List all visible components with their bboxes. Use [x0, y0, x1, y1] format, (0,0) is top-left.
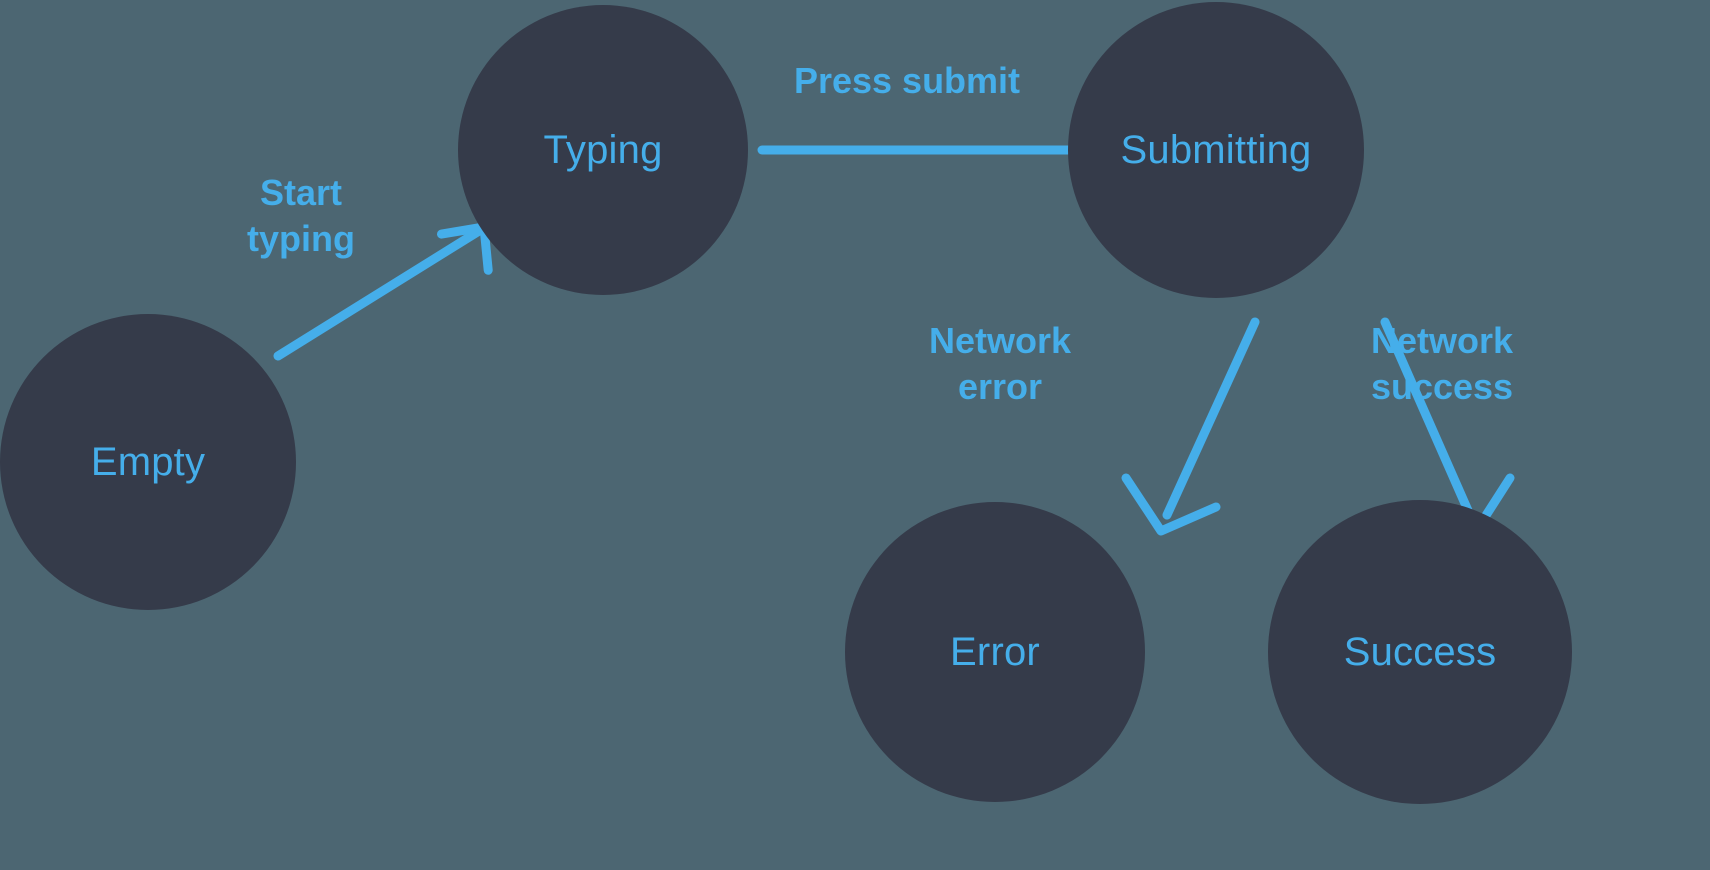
state-label-error: Error [950, 630, 1040, 674]
state-node-error[interactable]: Error [845, 502, 1145, 802]
state-label-submitting: Submitting [1120, 128, 1312, 172]
edge-network-error-line [1162, 317, 1260, 520]
state-node-submitting[interactable]: Submitting [1068, 2, 1364, 298]
edge-label-network-success: Network success [1370, 320, 1514, 408]
state-label-empty: Empty [90, 440, 206, 484]
edge-network-error-arrowhead [1121, 473, 1221, 536]
edge-network-error [1121, 317, 1260, 536]
edge-start-typing-line [273, 226, 484, 361]
state-label-success: Success [1343, 630, 1497, 674]
edge-network-success-line [1380, 317, 1475, 520]
edge-label-press-submit: Press submit [793, 60, 1021, 101]
state-label-typing: Typing [543, 128, 663, 172]
state-node-success[interactable]: Success [1268, 500, 1572, 804]
edge-label-network-error: Network error [928, 320, 1072, 408]
state-node-empty[interactable]: Empty [0, 314, 296, 610]
edge-label-start-typing: Start typing [247, 172, 355, 260]
state-node-typing[interactable]: Typing [458, 5, 748, 295]
